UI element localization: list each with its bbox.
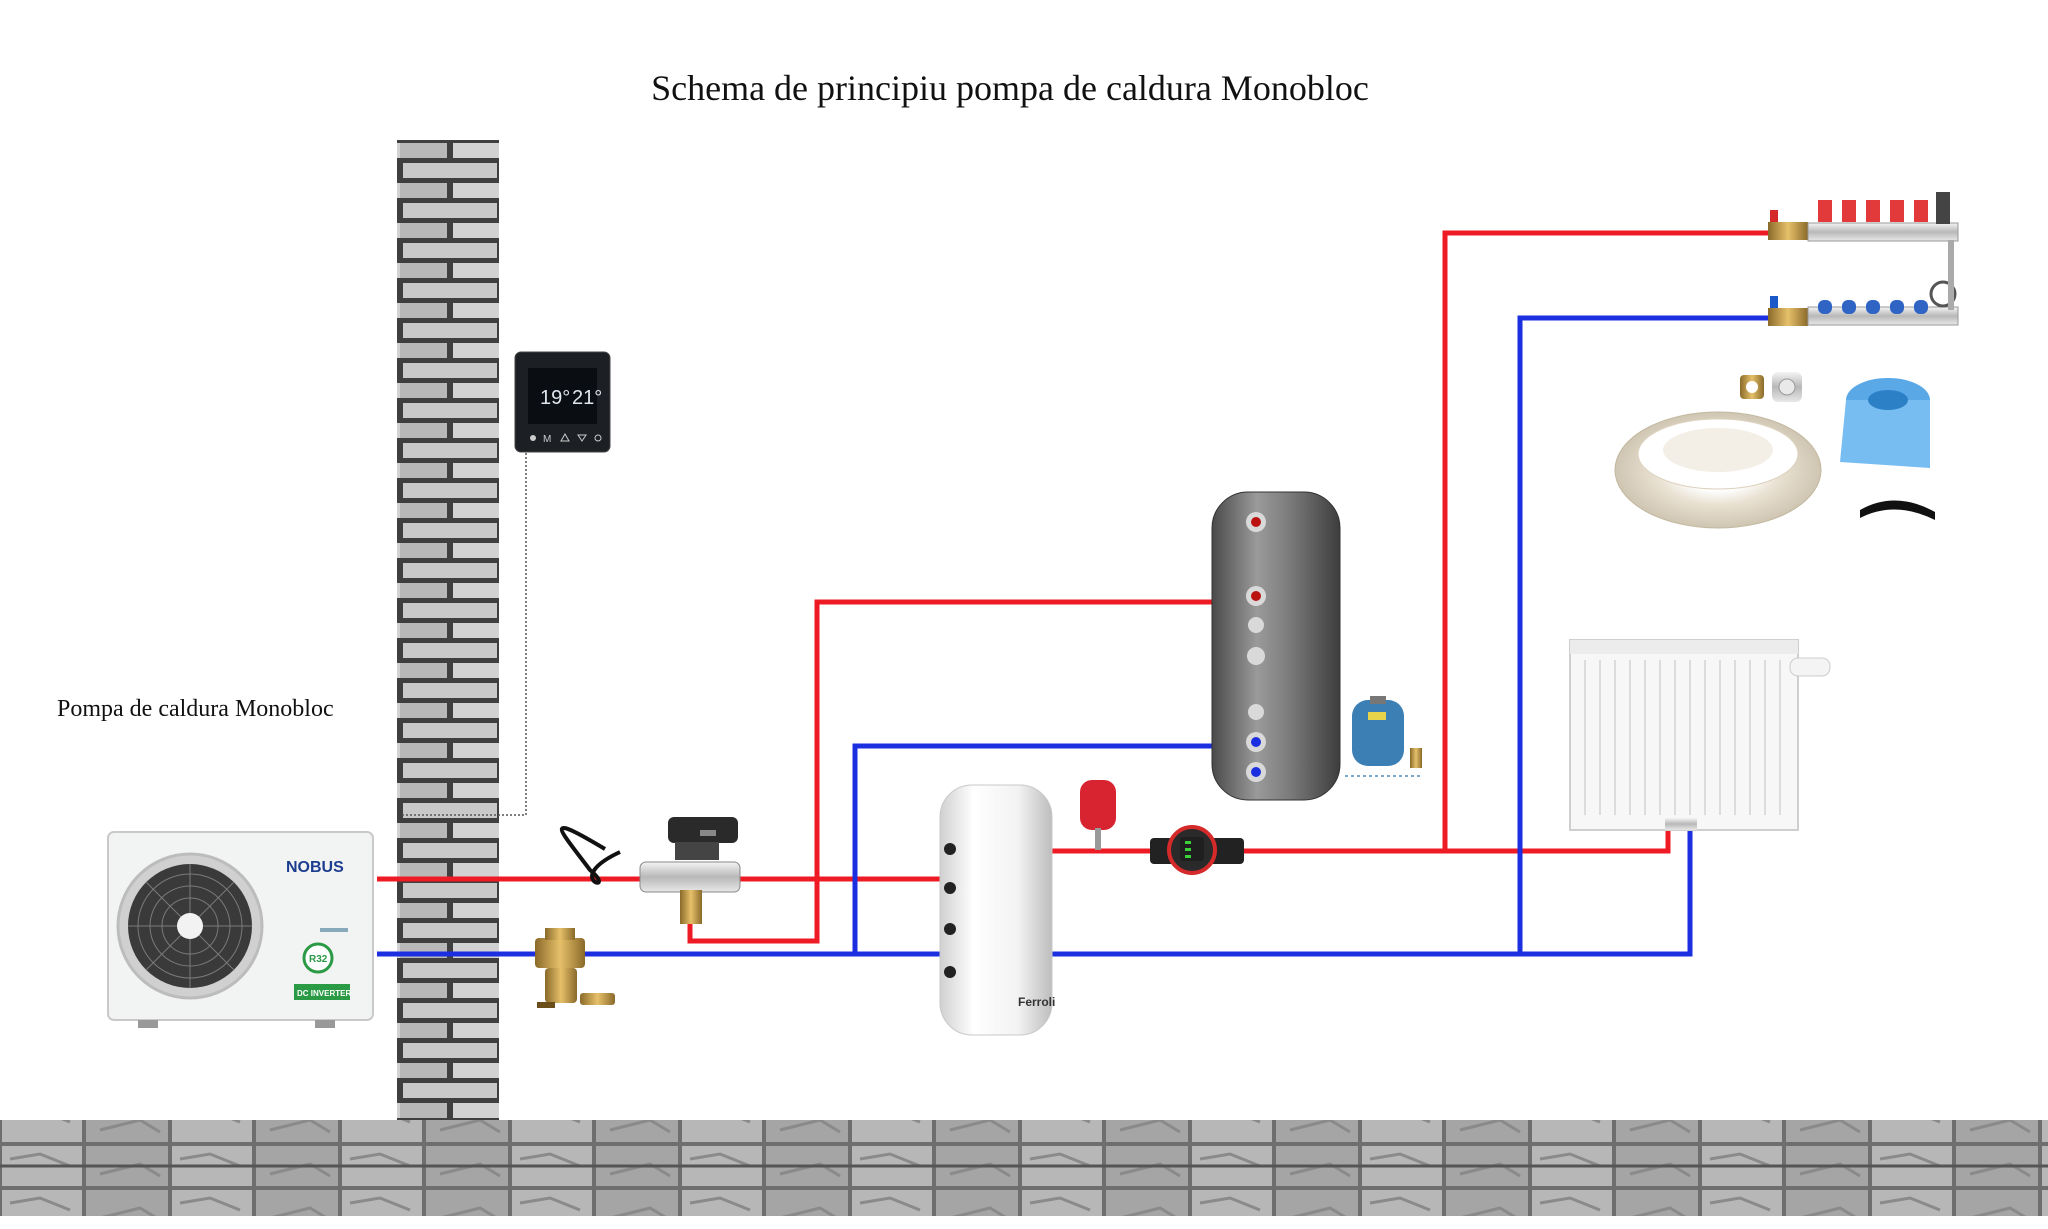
diagram-title: Schema de principiu pompa de caldura Mon… <box>651 68 1369 108</box>
pex-pipe-coil <box>1614 411 1822 529</box>
thermostat: 19° 21° M <box>514 351 611 453</box>
cold-pipes <box>377 315 1775 957</box>
circulation-pump <box>1150 825 1244 875</box>
underfloor-manifold <box>1768 192 1959 326</box>
stone-floor <box>0 1120 2048 1216</box>
insulation-roll <box>1840 378 1930 468</box>
radiator <box>1569 639 1831 831</box>
thermostat-temp-left: 19° <box>540 387 570 409</box>
heat-pump-badge: R32 <box>309 954 328 965</box>
thermostat-mode: M <box>543 434 551 445</box>
expansion-vessel-heating <box>1080 780 1116 850</box>
heat-pump-unit: NOBUS R32 DC INVERTER <box>107 831 374 1028</box>
thermostat-cable <box>400 425 527 816</box>
pipe-fittings <box>1740 372 1802 402</box>
buffer-tank: Ferroli <box>939 784 1055 1036</box>
buffer-tank-brand: Ferroli <box>1018 995 1055 1009</box>
heat-pump-inverter-badge: DC INVERTER <box>297 989 351 998</box>
expansion-vessel-sanitary <box>1345 696 1422 777</box>
dhw-tank <box>1211 491 1341 801</box>
brick-wall <box>397 140 499 1120</box>
edge-profile <box>1860 500 1935 520</box>
thermostat-temp-right: 21° <box>572 387 602 409</box>
hot-pipes <box>377 230 1775 944</box>
heat-pump-brand: NOBUS <box>286 859 344 876</box>
motorized-zone-valve <box>559 817 741 924</box>
heat-pump-label: Pompa de caldura Monobloc <box>57 696 334 722</box>
magnetic-filter <box>535 928 615 1008</box>
